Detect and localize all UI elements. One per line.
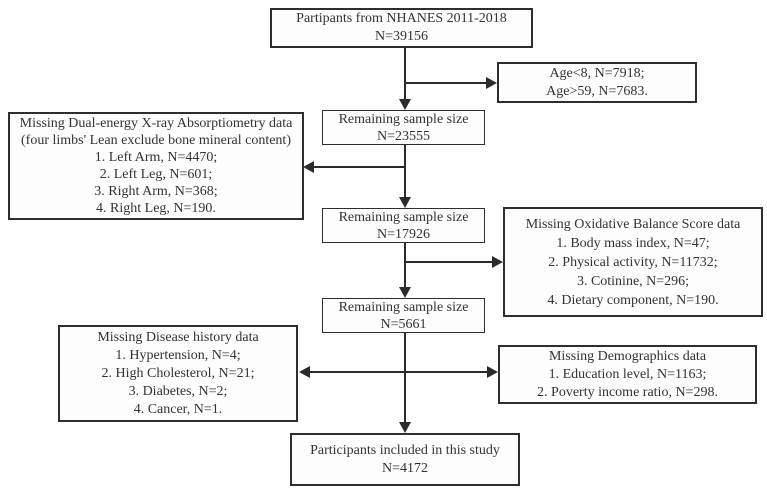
arrowhead-down-icon — [399, 422, 411, 433]
box-text-line: Missing Disease history data — [97, 329, 259, 345]
box-demographics-exclusion: Missing Demographics data 1. Education l… — [498, 345, 757, 404]
box-text-line: N=5661 — [380, 316, 427, 332]
box-text-line: 2. Poverty income ratio, N=298. — [537, 384, 718, 400]
box-text-line: 1. Left Arm, N=4470; — [94, 150, 218, 165]
connector-rem1-to-rem2 — [404, 145, 406, 198]
box-text-line: 4. Cancer, N=1. — [133, 401, 223, 417]
box-text-line: Remaining sample size — [338, 209, 469, 225]
box-text-line: Remaining sample size — [338, 299, 469, 315]
connector-top-to-rem1 — [404, 48, 406, 100]
box-text-line: 2. Physical activity, N=11732; — [548, 254, 718, 270]
box-text-line: N=39156 — [374, 29, 428, 44]
arrowhead-left-icon — [299, 366, 310, 378]
box-text-line: 2. High Cholesterol, N=21; — [101, 365, 255, 381]
box-text-line: Participants included in this study — [310, 442, 500, 458]
connector-branch-to-age — [405, 82, 488, 84]
box-text-line: 4. Right Leg, N=190. — [96, 201, 216, 216]
arrowhead-right-icon — [487, 366, 498, 378]
box-text-line: N=4172 — [381, 460, 428, 476]
box-text-line: Missing Demographics data — [548, 348, 707, 364]
connector-branch-to-dxa — [314, 166, 405, 168]
box-text-line: 4. Dietary component, N=190. — [547, 292, 719, 308]
box-obs-exclusion: Missing Oxidative Balance Score data 1. … — [503, 207, 763, 317]
box-text-line: N=23555 — [376, 128, 430, 144]
box-text-line: Remaining sample size — [338, 111, 469, 127]
box-text-line: (four limbs' Lean exclude bone mineral c… — [21, 133, 291, 148]
arrowhead-down-icon — [399, 197, 411, 208]
box-text-line: 1. Education level, N=1163; — [548, 366, 707, 382]
box-text-line: Missing Dual-energy X-ray Absorptiometry… — [19, 116, 293, 131]
box-text-line: 1. Hypertension, N=4; — [115, 347, 241, 363]
box-remaining-sample-1: Remaining sample size N=23555 — [322, 110, 485, 145]
box-text-line: N=17926 — [376, 226, 430, 242]
arrowhead-left-icon — [303, 161, 314, 173]
arrowhead-right-icon — [486, 77, 497, 89]
connector-rem2-to-rem3 — [404, 243, 406, 288]
box-remaining-sample-3: Remaining sample size N=5661 — [322, 298, 485, 333]
box-text-line: Missing Oxidative Balance Score data — [525, 216, 741, 232]
connector-rem3-to-final — [404, 333, 406, 423]
box-text-line: Age>59, N=7683. — [546, 83, 648, 99]
box-disease-history-exclusion: Missing Disease history data 1. Hyperten… — [58, 325, 298, 422]
arrowhead-right-icon — [492, 256, 503, 268]
box-text-line: 3. Diabetes, N=2; — [128, 383, 228, 399]
box-text-line: 1. Body mass index, N=47; — [556, 235, 710, 251]
connector-branch-disease-demographics — [310, 371, 488, 373]
box-text-line: 3. Cotinine, N=296; — [576, 273, 690, 289]
box-nhanes-participants: Partipants from NHANES 2011-2018 N=39156 — [270, 8, 533, 48]
box-dxa-exclusion: Missing Dual-energy X-ray Absorptiometry… — [8, 112, 304, 220]
box-remaining-sample-2: Remaining sample size N=17926 — [322, 208, 485, 243]
arrowhead-down-icon — [399, 99, 411, 110]
box-age-exclusion: Age<8, N=7918; Age>59, N=7683. — [497, 62, 697, 103]
arrowhead-down-icon — [399, 287, 411, 298]
box-text-line: Partipants from NHANES 2011-2018 — [296, 11, 507, 26]
connector-branch-to-obs — [405, 261, 493, 263]
box-text-line: Age<8, N=7918; — [549, 65, 645, 81]
box-text-line: 3. Right Arm, N=368; — [94, 184, 218, 199]
box-included-participants: Participants included in this study N=41… — [290, 433, 520, 486]
box-text-line: 2. Left Leg, N=601; — [99, 167, 213, 182]
